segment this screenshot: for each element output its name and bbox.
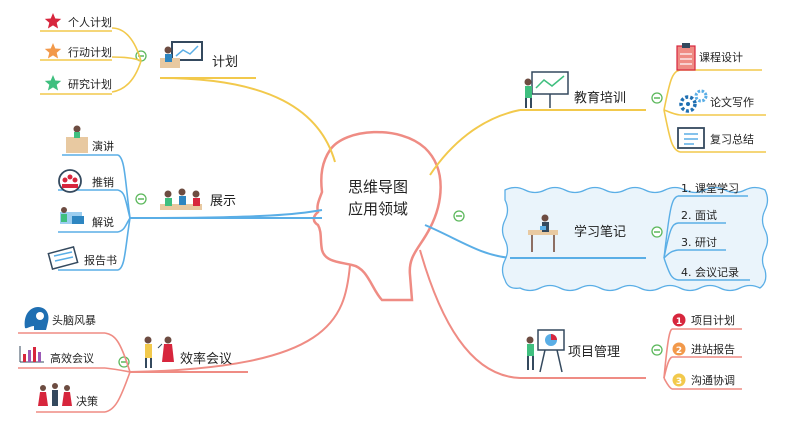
- education-child-course[interactable]: 课程设计: [676, 43, 743, 71]
- connector-notes: [424, 224, 511, 259]
- project-collapse-toggle[interactable]: [651, 344, 663, 356]
- head-outline-icon: [312, 130, 442, 302]
- meeting-child-decision-label[interactable]: 决策: [76, 394, 98, 408]
- notes-illustration-icon: [528, 214, 558, 252]
- plan-child-personal[interactable]: 个人计划: [44, 13, 112, 29]
- project-child-plan-label[interactable]: 项目计划: [691, 314, 735, 327]
- plan-child-research-label[interactable]: 研究计划: [68, 77, 112, 91]
- notes-child-minutes-label[interactable]: 4. 会议记录: [681, 266, 739, 279]
- notes-child-seminar-label[interactable]: 3. 研讨: [681, 236, 717, 249]
- number-badge-1-icon: [672, 313, 686, 327]
- show-collapse-toggle[interactable]: [135, 193, 147, 205]
- show-child-sales[interactable]: 推销: [58, 169, 114, 193]
- project-label[interactable]: 项目管理: [568, 345, 620, 360]
- notes-connector-collapse-toggle[interactable]: [453, 210, 465, 222]
- show-child-report[interactable]: 报告书: [47, 245, 117, 271]
- show-child-speech-label[interactable]: 演讲: [92, 139, 114, 153]
- center-title-line2[interactable]: 应用领域: [348, 200, 408, 218]
- project-child-report[interactable]: 2 进站报告: [672, 342, 736, 356]
- notes-label[interactable]: 学习笔记: [574, 224, 626, 240]
- plan-label[interactable]: 计划: [212, 55, 238, 70]
- project-child-report-label[interactable]: 进站报告: [691, 342, 735, 356]
- brain-head-icon: [24, 307, 49, 330]
- green-star-icon: [44, 75, 62, 91]
- show-child-explain[interactable]: 解说: [60, 207, 114, 229]
- audience-circle-icon: [58, 169, 82, 193]
- clipboard-icon: [676, 43, 696, 71]
- meeting-child-efficient[interactable]: 高效会议: [19, 346, 94, 365]
- decision-people-icon: [38, 383, 72, 406]
- number-badge-3-icon: [672, 373, 686, 387]
- center-title-line1[interactable]: 思维导图: [348, 178, 408, 196]
- meeting-label[interactable]: 效率会议: [180, 351, 232, 367]
- education-collapse-toggle[interactable]: [651, 92, 663, 104]
- notes-child-class-label[interactable]: 1. 课堂学习: [681, 181, 739, 195]
- meeting-child-decision[interactable]: 决策: [38, 383, 98, 408]
- connector-project: [419, 249, 521, 379]
- number-badge-2-icon: [672, 342, 686, 356]
- education-branch[interactable]: 教育培训: [520, 71, 646, 111]
- education-child-course-label[interactable]: 课程设计: [699, 51, 743, 64]
- notes-child-interview-label[interactable]: 2. 面试: [681, 209, 717, 222]
- show-illustration-icon: [160, 188, 202, 210]
- show-child-explain-label[interactable]: 解说: [92, 215, 114, 229]
- project-child-comm-label[interactable]: 沟通协调: [691, 373, 735, 387]
- red-star-icon: [44, 13, 62, 29]
- meeting-child-efficient-label[interactable]: 高效会议: [50, 351, 94, 365]
- plan-child-action-label[interactable]: 行动计划: [68, 46, 112, 59]
- project-child-plan-badge: 1: [676, 317, 682, 327]
- education-child-thesis[interactable]: 论文写作: [679, 89, 754, 113]
- notes-branch[interactable]: 学习笔记: [510, 214, 646, 259]
- plan-child-personal-label[interactable]: 个人计划: [68, 16, 112, 29]
- notes-collapse-toggle[interactable]: [651, 226, 663, 238]
- education-child-review-label[interactable]: 复习总结: [710, 132, 754, 146]
- connector-education: [429, 109, 521, 176]
- plan-branch[interactable]: 计划: [160, 41, 256, 79]
- show-label[interactable]: 展示: [210, 194, 236, 209]
- notebook-icon: [677, 127, 705, 149]
- show-branch[interactable]: 展示: [160, 188, 322, 219]
- meeting-branch[interactable]: 效率会议: [130, 336, 248, 373]
- project-child-report-badge: 2: [676, 346, 682, 356]
- connector-plan: [159, 77, 336, 163]
- show-child-sales-label[interactable]: 推销: [92, 175, 114, 189]
- education-label[interactable]: 教育培训: [574, 90, 626, 106]
- presenter-icon: [60, 207, 84, 224]
- gears-icon: [679, 89, 708, 113]
- meeting-child-brainstorm-label[interactable]: 头脑风暴: [52, 314, 96, 327]
- project-child-comm[interactable]: 3 沟通协调: [672, 373, 736, 387]
- project-branch[interactable]: 项目管理: [520, 329, 646, 379]
- bar-chart-icon: [19, 346, 44, 363]
- orange-star-icon: [44, 43, 62, 59]
- meeting-illustration-icon: [144, 336, 174, 368]
- podium-icon: [66, 125, 88, 153]
- education-child-thesis-label[interactable]: 论文写作: [710, 95, 754, 109]
- show-child-speech[interactable]: 演讲: [66, 125, 114, 154]
- project-child-plan[interactable]: 1 项目计划: [672, 313, 736, 328]
- project-child-comm-badge: 3: [676, 377, 682, 387]
- connector-meeting: [129, 264, 351, 373]
- newspaper-icon: [47, 245, 79, 271]
- plan-illustration-icon: [160, 41, 203, 68]
- connector-show: [129, 209, 323, 219]
- education-child-review[interactable]: 复习总结: [677, 127, 754, 149]
- notes-boundary: [501, 186, 769, 292]
- show-child-report-label[interactable]: 报告书: [84, 253, 117, 267]
- plan-child-action[interactable]: 行动计划: [44, 43, 112, 59]
- project-illustration-icon: [526, 329, 565, 373]
- meeting-child-brainstorm[interactable]: 头脑风暴: [24, 307, 96, 330]
- plan-child-research[interactable]: 研究计划: [44, 75, 112, 91]
- education-illustration-icon: [524, 71, 569, 108]
